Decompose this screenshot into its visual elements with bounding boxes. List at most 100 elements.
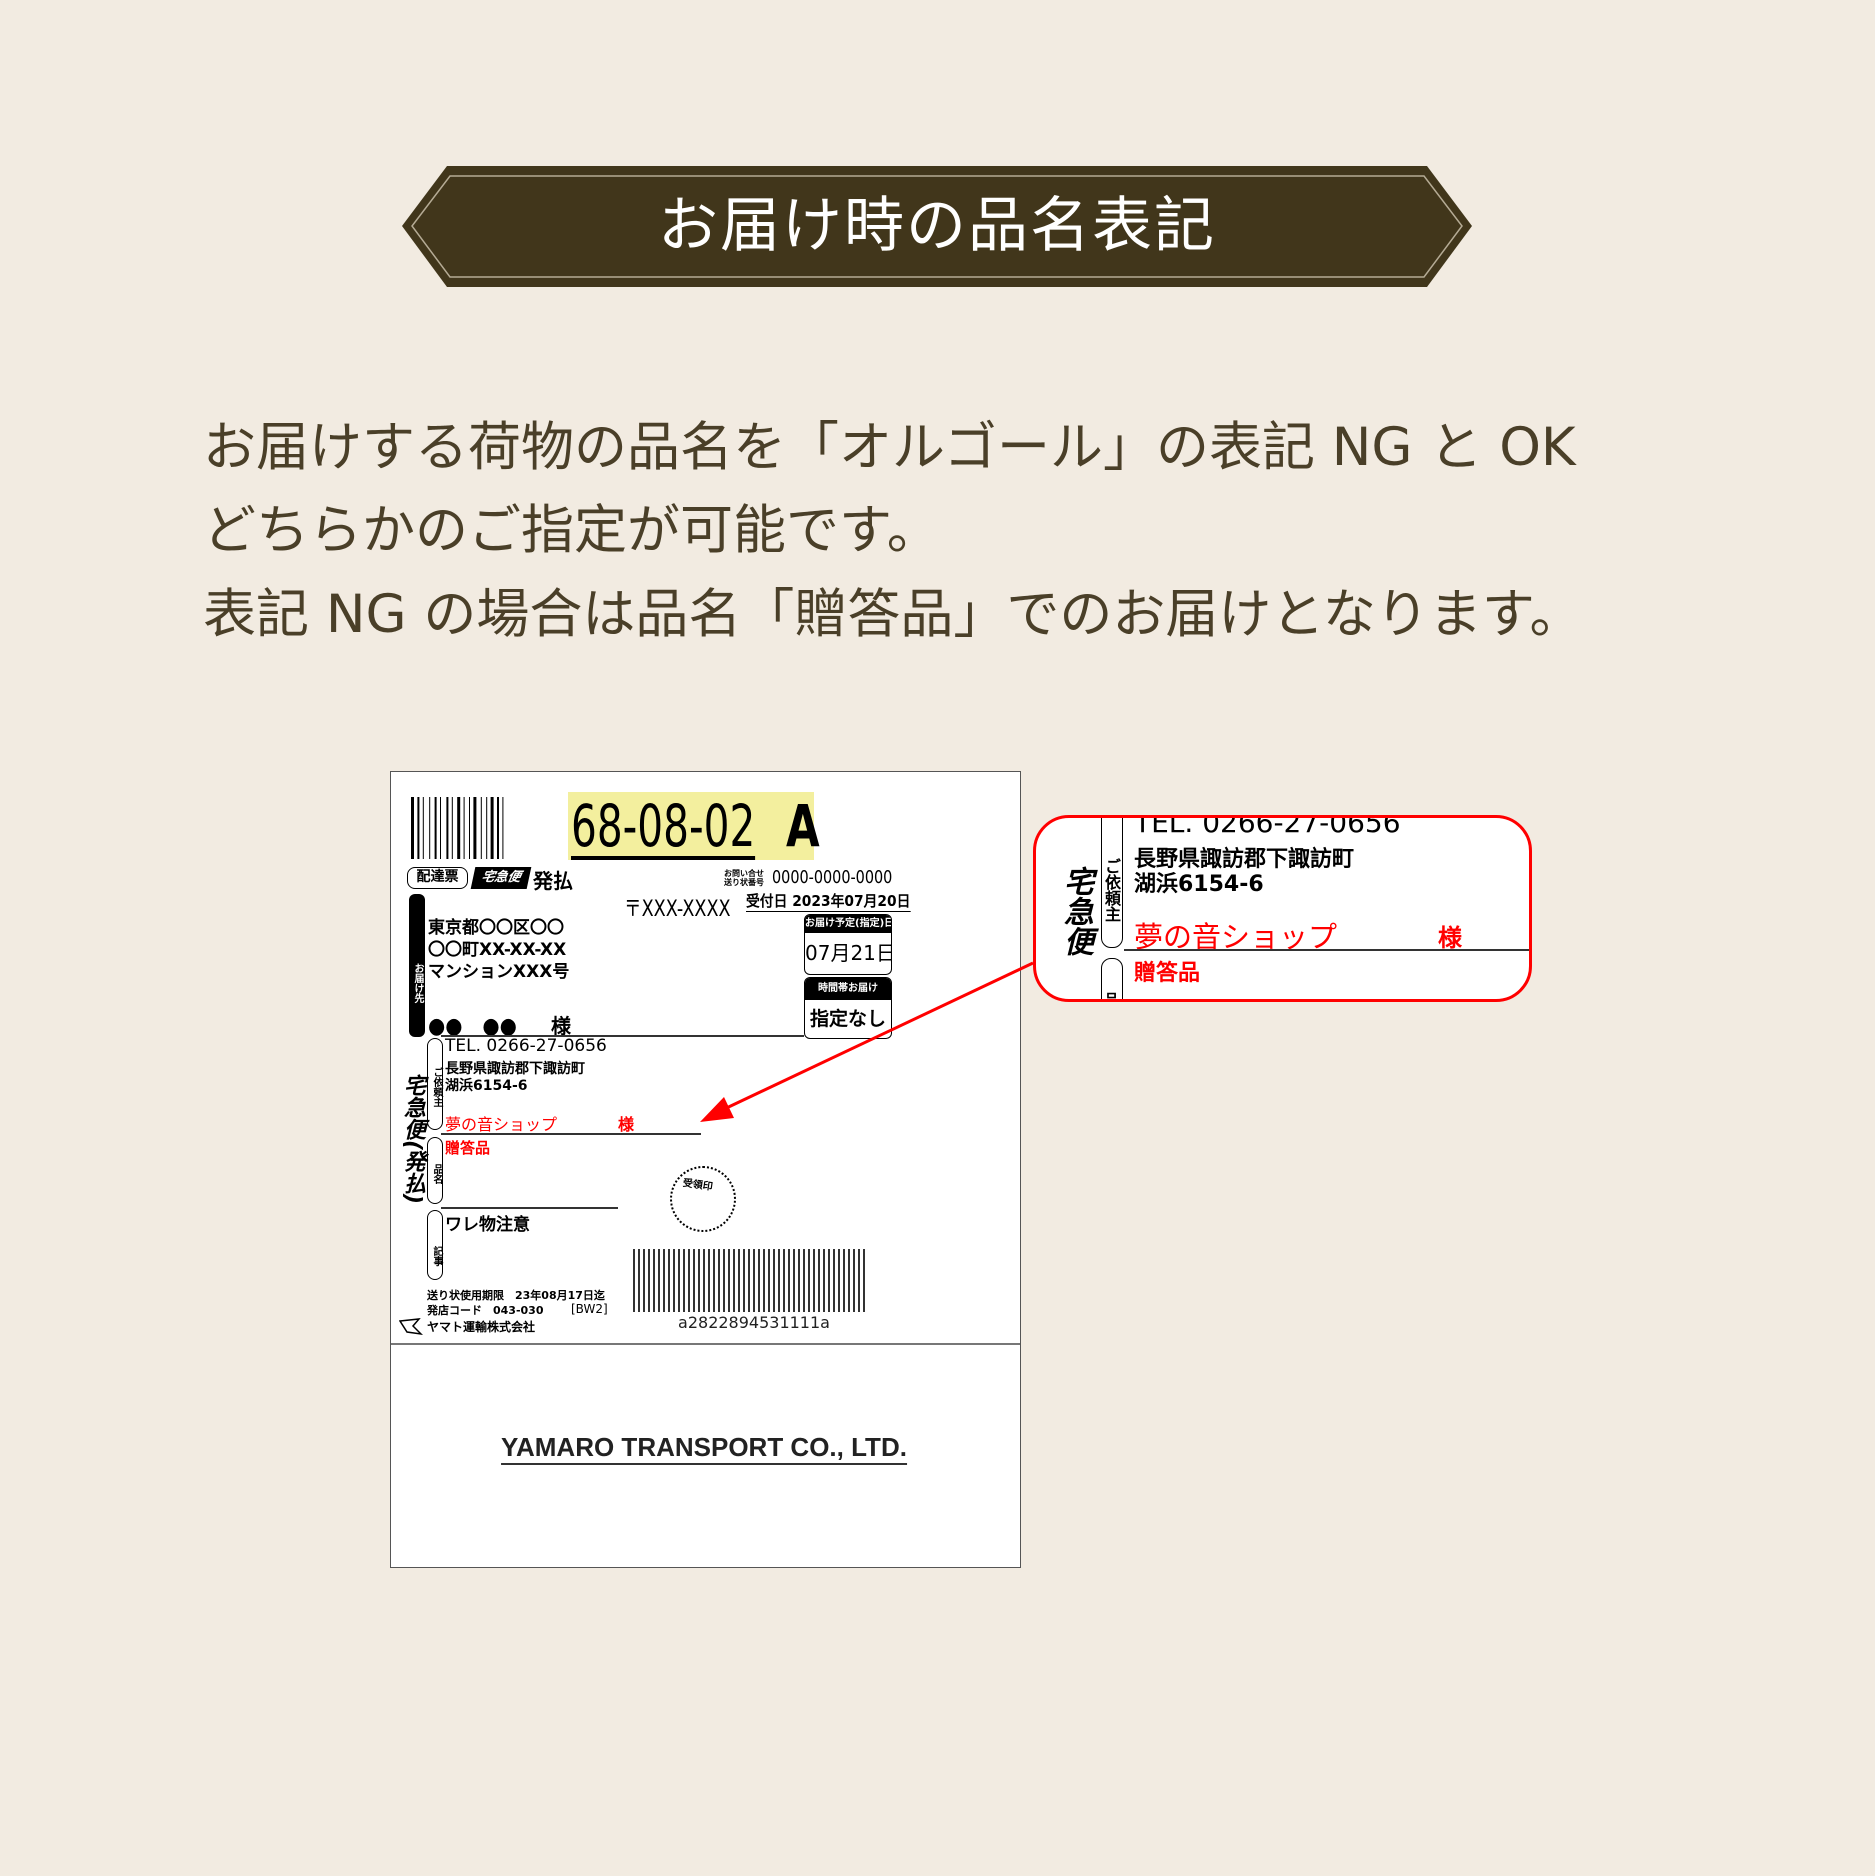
sender-address-1: 長野県諏訪郡下諏訪町 <box>445 1061 585 1077</box>
sender-address-2: 湖浜6154-6 <box>445 1078 528 1094</box>
barcode-bar <box>823 1249 825 1312</box>
barcode-bar <box>748 1249 750 1312</box>
barcode-bar <box>843 1249 845 1312</box>
barcode-bar <box>678 1249 680 1312</box>
divider <box>1124 949 1529 951</box>
divider <box>391 1343 1020 1345</box>
tracking-label: お問い合せ送り状番号 <box>724 869 764 887</box>
barcode-icon <box>411 797 504 859</box>
sender-honorific: 様 <box>618 1115 635 1134</box>
delivery-date-box: お届け予定(指定)日 07月21日 <box>804 914 892 975</box>
barcode-bar <box>788 1249 790 1312</box>
tracking-number: 0000-0000-0000 <box>772 867 893 888</box>
delivery-date-header: お届け予定(指定)日 <box>805 915 891 933</box>
barcode-bar <box>828 1249 830 1312</box>
delivery-date: 07月21日 <box>805 941 892 965</box>
description-line-3: 表記 NG の場合は品名「贈答品」でのお届けとなります。 <box>203 584 1583 645</box>
cat-logo-icon <box>399 1318 423 1336</box>
sender-tel: TEL. 0266-27-0656 <box>445 1036 607 1056</box>
sort-code-highlight <box>568 792 814 860</box>
barcode-bar <box>673 1249 675 1312</box>
company-name: ヤマト運輸株式会社 <box>427 1320 536 1334</box>
store-code: 発店コード 043-030 <box>427 1304 544 1317</box>
barcode-bar <box>463 797 465 859</box>
barcode-bar <box>490 797 494 859</box>
barcode-bar <box>663 1249 665 1312</box>
callout-sender-address-2: 湖浜6154-6 <box>1134 872 1264 897</box>
item-tag: 品名 <box>427 1137 443 1204</box>
sender-name: 夢の音ショップ <box>445 1115 558 1134</box>
barcode-bar <box>683 1249 685 1312</box>
barcode-bar <box>451 797 453 859</box>
barcode-bar <box>422 797 424 859</box>
barcode-bar <box>703 1249 705 1312</box>
barcode-bar <box>653 1249 655 1312</box>
barcode-bar <box>758 1249 760 1312</box>
postal-code: 〒XXX-XXXX <box>624 897 731 922</box>
barcode-bar <box>753 1249 755 1312</box>
barcode-bar <box>502 797 504 859</box>
notes-tag: 記事 <box>427 1210 443 1280</box>
divider <box>441 1035 804 1037</box>
divider <box>441 1133 701 1135</box>
barcode-bar <box>486 797 488 859</box>
time-slot-header: 時間帯お届け <box>805 978 891 1000</box>
footer-company: YAMARO TRANSPORT CO., LTD. <box>501 1432 907 1465</box>
zoom-callout: 宅急便 ご依頼主 TEL. 0266-27-0656 長野県諏訪郡下諏訪町 湖浜… <box>1033 815 1532 1002</box>
time-slot-box: 時間帯お届け 指定なし <box>804 977 892 1039</box>
barcode-bar <box>728 1249 730 1312</box>
barcode-bar <box>763 1249 765 1312</box>
payment-label: 発払 <box>533 869 573 893</box>
barcode-bar <box>473 797 477 859</box>
barcode-bar <box>668 1249 670 1312</box>
callout-sender-tag: ご依頼主 <box>1101 818 1123 948</box>
barcode-bar <box>480 797 482 859</box>
barcode-bar <box>808 1249 810 1312</box>
shipping-label: 68-08-02 A 配達票 宅急便 発払 お問い合せ送り状番号 0000-00… <box>390 771 1021 1568</box>
sender-tag: ご依頼主 <box>427 1038 443 1130</box>
barcode-icon <box>633 1249 865 1312</box>
sort-code: 68-08-02 <box>571 792 756 860</box>
notes: ワレ物注意 <box>445 1215 530 1235</box>
page-title: お届け時の品名表記 <box>658 191 1216 261</box>
barcode-bar <box>778 1249 780 1312</box>
description-line-1: お届けする荷物の品名を「オルゴール」の表記 NG と OK <box>203 417 1576 478</box>
callout-sender-name: 夢の音ショップ <box>1134 920 1338 954</box>
recipient-tag: お届け先 <box>409 894 425 1037</box>
barcode-bar <box>723 1249 725 1312</box>
barcode-bar <box>858 1249 860 1312</box>
expiry: 送り状使用期限 23年08月17日迄 <box>427 1289 605 1302</box>
service-badge: 宅急便 <box>470 867 532 889</box>
barcode-bar <box>743 1249 745 1312</box>
barcode-bar <box>793 1249 795 1312</box>
barcode-bar <box>803 1249 805 1312</box>
callout-service-vertical: 宅急便 <box>1058 866 1093 956</box>
barcode-text: a2822894531111a <box>678 1313 830 1332</box>
description-line-2: どちらかのご指定が可能です。 <box>203 500 940 561</box>
callout-honorific: 様 <box>1438 924 1462 952</box>
barcode-bar <box>773 1249 775 1312</box>
barcode-bar <box>434 797 437 859</box>
barcode-bar <box>838 1249 840 1312</box>
barcode-bar <box>658 1249 660 1312</box>
barcode-bar <box>633 1249 635 1312</box>
callout-sender-tel: TEL. 0266-27-0656 <box>1134 815 1401 839</box>
barcode-bar <box>813 1249 815 1312</box>
barcode-bar <box>848 1249 850 1312</box>
item-name: 贈答品 <box>445 1139 491 1157</box>
slip-type-badge: 配達票 <box>407 867 468 889</box>
barcode-bar <box>733 1249 735 1312</box>
barcode-bar <box>417 797 420 859</box>
barcode-bar <box>497 797 499 859</box>
barcode-bar <box>853 1249 855 1312</box>
barcode-bar <box>708 1249 710 1312</box>
recipient-name: ●● ●● <box>428 1014 517 1039</box>
banner-shape <box>402 166 1472 287</box>
recipient-address-2: 〇〇町XX-XX-XX <box>428 940 567 960</box>
barcode-bar <box>738 1249 740 1312</box>
barcode-bar <box>783 1249 785 1312</box>
barcode-bar <box>446 797 449 859</box>
received-date: 受付日 2023年07月20日 <box>746 892 911 912</box>
callout-item-name: 贈答品 <box>1134 961 1201 986</box>
callout-sender-address-1: 長野県諏訪郡下諏訪町 <box>1134 847 1355 872</box>
